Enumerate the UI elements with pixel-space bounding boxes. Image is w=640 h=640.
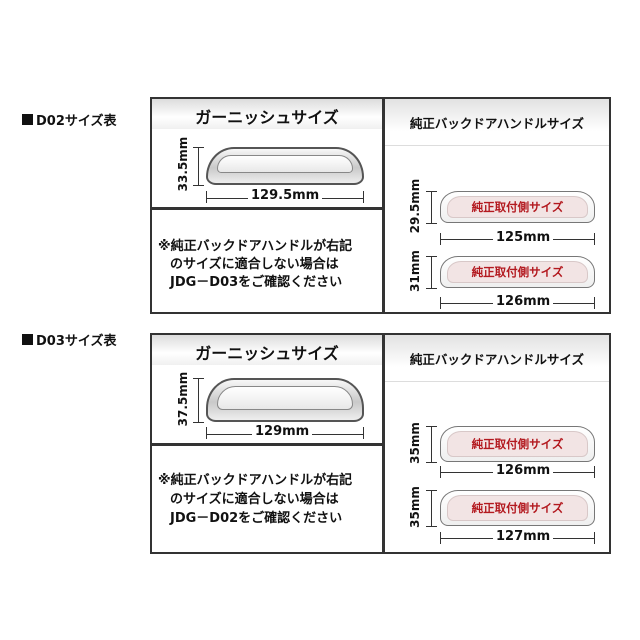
garnish-width-label: 129.5mm: [248, 188, 323, 203]
square-bullet-icon: [22, 114, 33, 125]
handle-height-label: 35mm: [408, 422, 422, 464]
handle-height-label: 35mm: [408, 486, 422, 528]
note-panel-d03: ※純正バックドアハンドルが右記 のサイズに適合しない場合は JDG－D02をご確…: [150, 444, 384, 554]
dimension-tick: [594, 233, 595, 245]
dimension-tick: [426, 191, 437, 192]
garnish-size-panel-d02: ガーニッシュサイズ 33.5mm 129.5mm: [150, 97, 384, 209]
handle-width-label: 127mm: [493, 529, 554, 544]
garnish-size-title: ガーニッシュサイズ: [195, 344, 339, 363]
handle-size-title: 純正バックドアハンドルサイズ: [409, 116, 585, 131]
dimension-tick: [363, 427, 364, 439]
garnish-illustration: [206, 378, 364, 422]
title-band: [385, 335, 609, 382]
dimension-tick: [440, 233, 441, 245]
note-line-2: のサイズに適合しない場合は: [170, 492, 339, 507]
dimension-tick: [193, 422, 204, 423]
dimension-tick: [206, 191, 207, 203]
note-line-3: JDG－D02をご確認ください: [170, 511, 343, 526]
dimension-tick: [440, 466, 441, 478]
handle-size-panel-d03: 純正バックドアハンドルサイズ 純正取付側サイズ 35mm 126mm 純正取付側…: [383, 333, 611, 554]
height-dimension-line: [198, 147, 199, 185]
garnish-width-label: 129mm: [252, 424, 313, 439]
handle-width-label: 125mm: [493, 230, 554, 245]
height-dimension-line: [431, 256, 432, 288]
note-line-1: ※純正バックドアハンドルが右記: [158, 473, 353, 488]
title-band: [152, 99, 382, 129]
handle-width-label: 126mm: [493, 294, 554, 309]
dimension-tick: [206, 427, 207, 439]
dimension-tick: [594, 532, 595, 544]
handle-size-title: 純正バックドアハンドルサイズ: [409, 352, 585, 367]
title-band: [152, 335, 382, 365]
title-band: [385, 99, 609, 146]
handle-illustration: 純正取付側サイズ: [440, 191, 595, 223]
handle-label: 純正取付側サイズ: [471, 501, 564, 515]
handle-size-panel-d02: 純正バックドアハンドルサイズ 純正取付側サイズ 29.5mm 125mm 純正取…: [383, 97, 611, 314]
section-label-text: D03サイズ表: [36, 334, 117, 349]
dimension-tick: [440, 297, 441, 309]
height-dimension-line: [198, 378, 199, 422]
handle-width-label: 126mm: [493, 463, 554, 478]
note-line-2: のサイズに適合しない場合は: [170, 257, 339, 272]
note-line-3: JDG－D03をご確認ください: [170, 275, 343, 290]
handle-label: 純正取付側サイズ: [471, 200, 564, 214]
height-dimension-line: [431, 426, 432, 462]
dimension-tick: [426, 462, 437, 463]
dimension-tick: [193, 147, 204, 148]
handle-illustration: 純正取付側サイズ: [440, 490, 595, 526]
garnish-size-title: ガーニッシュサイズ: [195, 108, 339, 127]
height-dimension-line: [431, 490, 432, 526]
dimension-tick: [426, 426, 437, 427]
section-label-d03: D03サイズ表: [22, 330, 117, 349]
handle-illustration: 純正取付側サイズ: [440, 426, 595, 462]
dimension-tick: [363, 191, 364, 203]
handle-label: 純正取付側サイズ: [471, 265, 564, 279]
dimension-tick: [193, 378, 204, 379]
dimension-tick: [440, 532, 441, 544]
garnish-size-panel-d03: ガーニッシュサイズ 37.5mm 129mm: [150, 333, 384, 445]
garnish-illustration: [206, 147, 364, 185]
dimension-tick: [594, 297, 595, 309]
dimension-tick: [426, 256, 437, 257]
garnish-height-label: 33.5mm: [176, 136, 190, 192]
note-line-1: ※純正バックドアハンドルが右記: [158, 239, 353, 254]
dimension-tick: [193, 185, 204, 186]
dimension-tick: [426, 223, 437, 224]
handle-height-label: 31mm: [408, 250, 422, 292]
handle-label: 純正取付側サイズ: [471, 437, 564, 451]
note-panel-d02: ※純正バックドアハンドルが右記 のサイズに適合しない場合は JDG－D03をご確…: [150, 208, 384, 314]
section-label-text: D02サイズ表: [36, 114, 117, 129]
dimension-tick: [426, 526, 437, 527]
height-dimension-line: [431, 191, 432, 223]
dimension-tick: [426, 490, 437, 491]
garnish-height-label: 37.5mm: [176, 371, 190, 427]
handle-height-label: 29.5mm: [408, 178, 422, 234]
dimension-tick: [426, 288, 437, 289]
handle-illustration: 純正取付側サイズ: [440, 256, 595, 288]
dimension-tick: [594, 466, 595, 478]
square-bullet-icon: [22, 334, 33, 345]
section-label-d02: D02サイズ表: [22, 110, 117, 129]
